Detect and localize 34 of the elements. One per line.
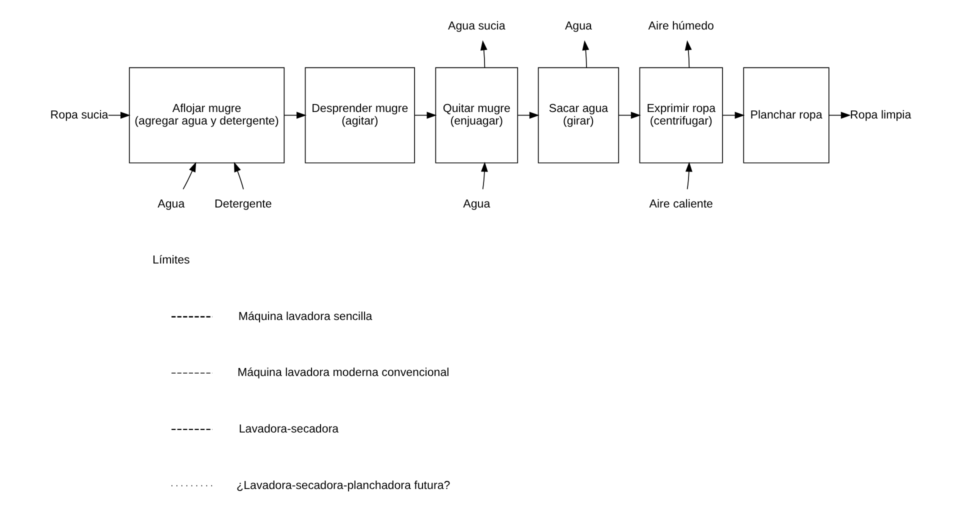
legend-label: Máquina lavadora moderna convencional [236,367,449,380]
arrow [684,40,692,68]
legend-label: Máquina lavadora sencilla [238,310,372,323]
node-text: Ropa sucia [50,109,108,122]
node-text: Aire húmedo [648,20,714,32]
legend-label: ¿Lavadora-secadora-planchadora futura? [236,480,450,492]
label: Límites [152,254,190,267]
arrow [618,112,640,119]
node-box: Aflojar mugre (agregar agua y detergente) [128,67,284,164]
node-text: Agua [462,198,490,210]
node-text: Ropa limpia [850,109,911,122]
node-text: Detergente [214,198,272,210]
node-box: Desprender mugre (agitar) [304,67,414,164]
arrow [722,112,744,119]
node-box: Quitar mugre (enjuagar) [434,67,518,164]
arrow [182,162,196,190]
node-text: Agua [564,20,592,32]
node-text: Agua [157,198,184,210]
node-box: Sacar agua (girar) [537,67,619,164]
arrow [480,40,487,68]
node-text: Aire caliente [648,198,712,210]
arrow [828,112,850,119]
legend-label: Lavadora-secadora [238,423,338,436]
arrow [684,162,692,190]
arrow [517,112,539,119]
node-box: Exprimir ropa (centrifugar) [638,67,722,164]
arrow [582,40,589,68]
node-box: Planchar ropa [742,67,829,164]
arrow [108,112,130,119]
node-text: Agua sucia [448,20,505,32]
arrow [480,162,488,190]
arrow [414,112,436,119]
arrow [233,162,244,190]
arrow [283,112,306,119]
